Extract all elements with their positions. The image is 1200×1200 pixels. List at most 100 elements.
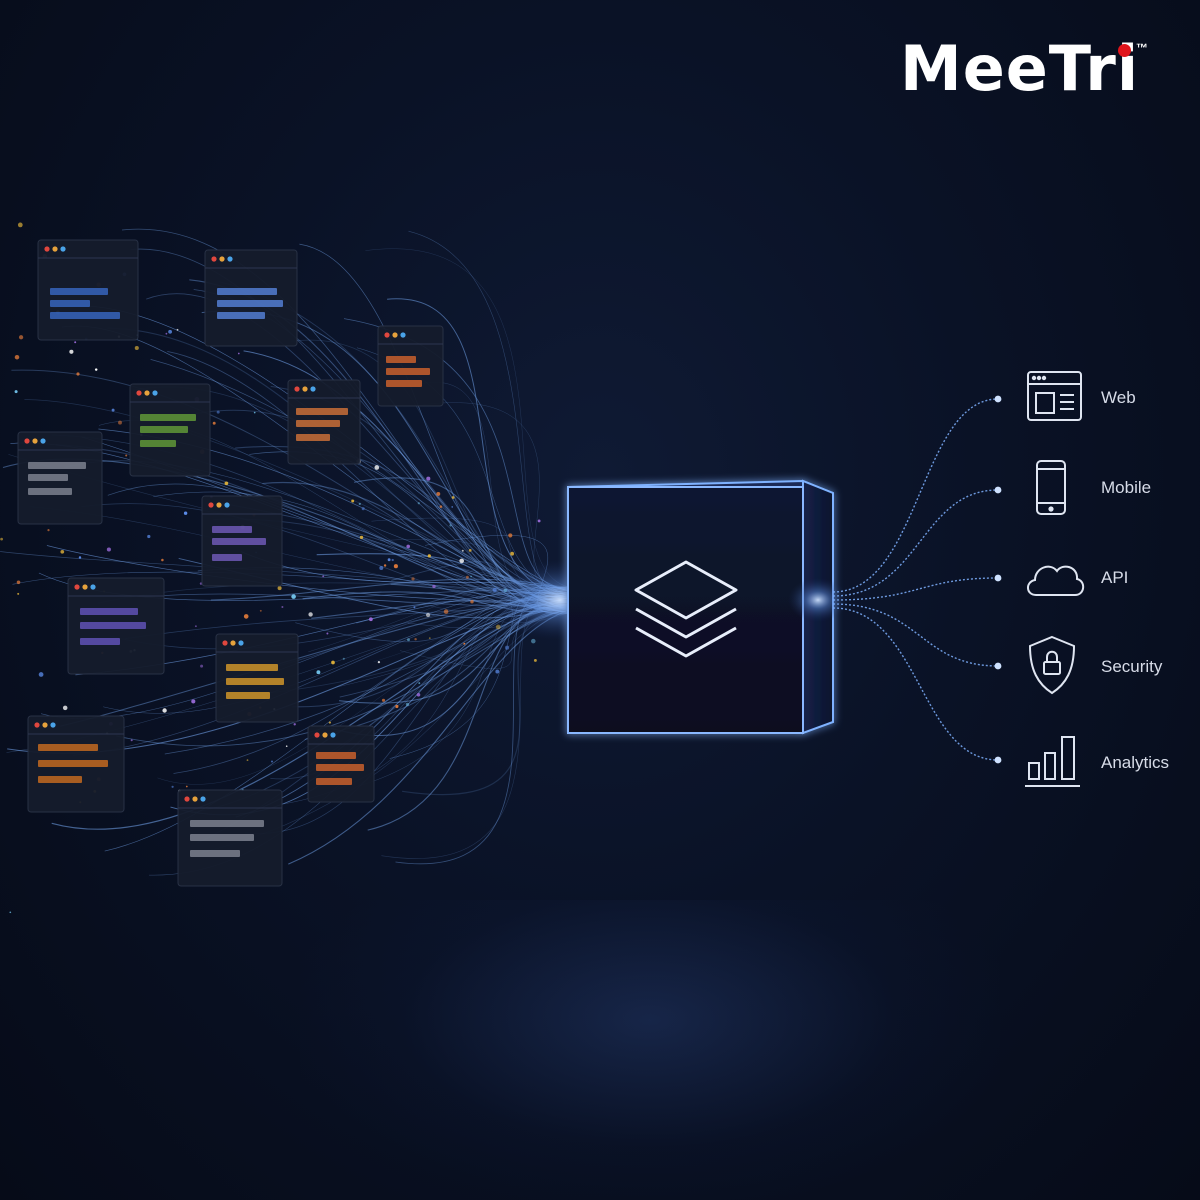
- window-control-dot: [50, 722, 56, 728]
- data-particle: [432, 584, 436, 589]
- brand-name: MeeTri: [900, 32, 1140, 105]
- data-particle: [216, 410, 220, 414]
- window-control-dot: [82, 584, 88, 590]
- data-particle: [212, 421, 216, 425]
- data-particle: [468, 549, 472, 552]
- data-particle: [185, 785, 188, 788]
- window-control-dot: [208, 502, 214, 508]
- window-content-bar: [28, 462, 86, 469]
- window-content-bar: [212, 538, 266, 545]
- output-emitter-glow: [788, 578, 848, 622]
- window-control-dot: [310, 386, 316, 392]
- output-node-dot: [994, 486, 1002, 494]
- window-frame: [204, 249, 298, 347]
- window-control-dot: [330, 732, 336, 738]
- data-particle: [9, 911, 12, 914]
- data-particle: [176, 328, 179, 331]
- output-channels: [832, 371, 1085, 787]
- window-content-bar: [217, 312, 265, 319]
- data-particle: [470, 575, 472, 578]
- window-control-dot: [144, 390, 150, 396]
- data-particle: [118, 420, 122, 425]
- data-particle: [463, 642, 466, 645]
- window-control-dot: [200, 796, 206, 802]
- window-control-dot: [90, 584, 96, 590]
- window-content-bar: [28, 488, 72, 495]
- window-content-bar: [38, 744, 98, 751]
- window-content-bar: [38, 760, 108, 767]
- browser-window-icon: [1027, 371, 1082, 421]
- window-content-bar: [226, 664, 278, 671]
- data-particle: [18, 335, 24, 340]
- window-control-dot: [34, 722, 40, 728]
- data-particle: [495, 624, 501, 630]
- data-particle: [14, 354, 20, 360]
- data-particle: [413, 606, 416, 609]
- data-particle: [405, 702, 410, 707]
- output-label-mobile: Mobile: [1101, 478, 1152, 497]
- input-window: [377, 325, 444, 407]
- window-control-dot: [44, 246, 50, 252]
- window-content-bar: [190, 820, 264, 827]
- data-particle: [470, 599, 474, 604]
- input-windows: [17, 239, 444, 887]
- output-label-analytics: Analytics: [1101, 753, 1170, 772]
- window-content-bar: [226, 692, 270, 699]
- output-label-api: API: [1101, 568, 1129, 587]
- window-content-bar: [140, 426, 188, 433]
- cube-front-face: [567, 486, 804, 734]
- input-window: [67, 577, 165, 675]
- window-content-bar: [190, 834, 254, 841]
- data-particle: [449, 524, 452, 527]
- data-particle: [194, 625, 197, 628]
- data-particle: [326, 632, 329, 635]
- data-particle: [130, 739, 133, 742]
- data-particle: [316, 670, 321, 675]
- window-content-bar: [226, 678, 284, 685]
- window-content-bar: [316, 778, 352, 785]
- data-particle: [451, 506, 454, 508]
- data-particle: [78, 556, 82, 559]
- output-connector: [832, 607, 999, 761]
- data-particle: [16, 580, 21, 585]
- data-particle: [414, 637, 417, 641]
- data-particle: [393, 564, 398, 569]
- window-content-bar: [316, 752, 356, 759]
- data-particle: [14, 390, 18, 394]
- window-control-dot: [184, 796, 190, 802]
- window-control-dot: [384, 332, 390, 338]
- data-particle: [259, 609, 262, 612]
- data-particle: [168, 329, 173, 334]
- data-particle: [351, 499, 355, 503]
- data-particle: [428, 637, 431, 639]
- window-control-dot: [32, 438, 38, 444]
- data-particle: [395, 704, 399, 709]
- window-control-dot: [222, 640, 228, 646]
- output-label-web: Web: [1101, 388, 1136, 407]
- hub-cube: [567, 479, 834, 735]
- window-control-dot: [152, 390, 158, 396]
- data-particle: [379, 566, 384, 570]
- data-particle: [381, 698, 386, 702]
- data-particle: [417, 502, 420, 505]
- data-particle: [374, 465, 380, 470]
- window-control-dot: [400, 332, 406, 338]
- data-particle: [17, 222, 23, 228]
- input-window: [215, 633, 299, 723]
- data-particle: [38, 672, 44, 677]
- window-content-bar: [296, 434, 330, 441]
- window-control-dot: [302, 386, 308, 392]
- data-particle: [418, 682, 421, 685]
- window-content-bar: [190, 850, 240, 857]
- window-content-bar: [386, 356, 416, 363]
- window-control-dot: [40, 438, 46, 444]
- input-window: [201, 495, 283, 587]
- window-content-bar: [38, 776, 82, 783]
- data-particle: [416, 693, 421, 697]
- window-control-dot: [60, 246, 66, 252]
- input-window: [27, 715, 125, 813]
- data-particle: [171, 785, 174, 788]
- data-particle: [391, 558, 394, 562]
- data-particle: [451, 496, 455, 499]
- data-particle: [461, 549, 464, 552]
